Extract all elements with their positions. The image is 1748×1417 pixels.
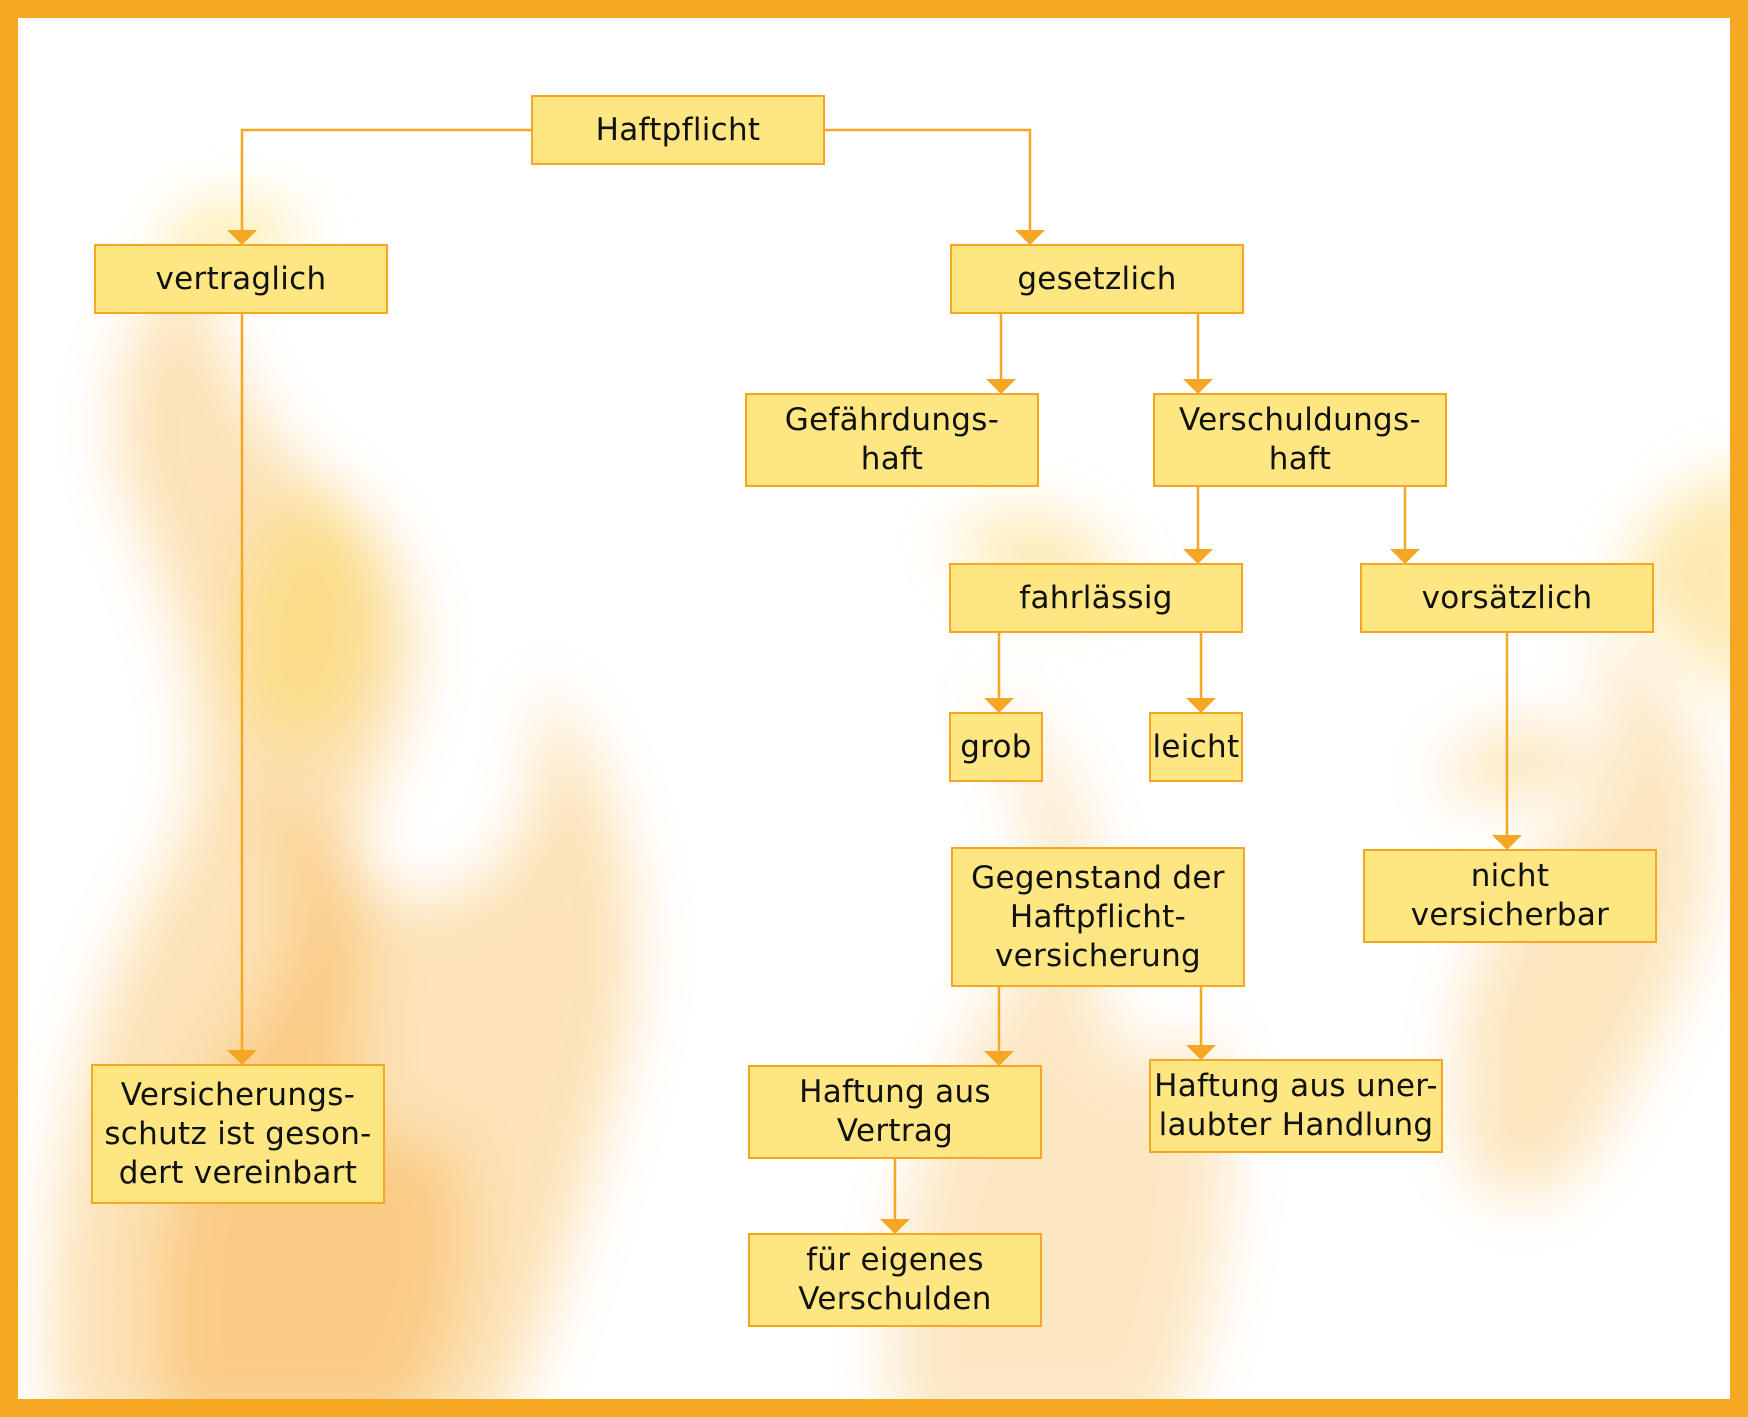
- arrowhead-haftung_unerlaubt: [1186, 1045, 1216, 1060]
- arrowhead-nicht_versicherbar: [1492, 835, 1522, 850]
- node-versicherungsschutz: Versicherungs- schutz ist geson- dert ve…: [91, 1064, 385, 1204]
- arrowhead-gefaehrdungshaft: [986, 379, 1016, 394]
- node-vorsaetzlich: vorsätzlich: [1360, 563, 1654, 633]
- node-haftung-aus-unerlaubter-handlung: Haftung aus uner- laubter Handlung: [1149, 1059, 1443, 1153]
- arrowhead-haftung_vertrag: [984, 1051, 1014, 1066]
- connector-haftpflicht-to-gesetzlich: [825, 128, 1032, 230]
- arrowhead-verschuldungshaft: [1183, 379, 1213, 394]
- connector-haftpflicht-to-vertraglich: [240, 128, 531, 230]
- node-vertraglich: vertraglich: [94, 244, 388, 314]
- arrowhead-vertraglich: [227, 230, 257, 245]
- node-gesetzlich: gesetzlich: [950, 244, 1244, 314]
- arrowhead-versicherungsschutz: [227, 1050, 257, 1065]
- arrowhead-gesetzlich: [1015, 230, 1045, 245]
- node-leicht: leicht: [1149, 712, 1243, 782]
- node-fahrlaessig: fahrlässig: [949, 563, 1243, 633]
- arrowhead-vorsaetzlich: [1390, 549, 1420, 564]
- arrowhead-fahrlaessig: [1183, 549, 1213, 564]
- node-haftung-aus-vertrag: Haftung aus Vertrag: [748, 1065, 1042, 1159]
- arrowhead-leicht: [1186, 698, 1216, 713]
- node-haftpflicht: Haftpflicht: [531, 95, 825, 165]
- arrowhead-eigenes_verschulden: [880, 1219, 910, 1234]
- node-fuer-eigenes-verschulden: für eigenes Verschulden: [748, 1233, 1042, 1327]
- node-gefaehrdungshaft: Gefährdungs- haft: [745, 393, 1039, 487]
- node-grob: grob: [949, 712, 1043, 782]
- arrowhead-grob: [984, 698, 1014, 713]
- node-gegenstand-der-haftpflichtversicherung: Gegenstand der Haftpflicht- versicherung: [951, 847, 1245, 987]
- connector-layer: [227, 128, 1522, 1234]
- node-verschuldungshaft: Verschuldungs- haft: [1153, 393, 1447, 487]
- node-nicht-versicherbar: nicht versicherbar: [1363, 849, 1657, 943]
